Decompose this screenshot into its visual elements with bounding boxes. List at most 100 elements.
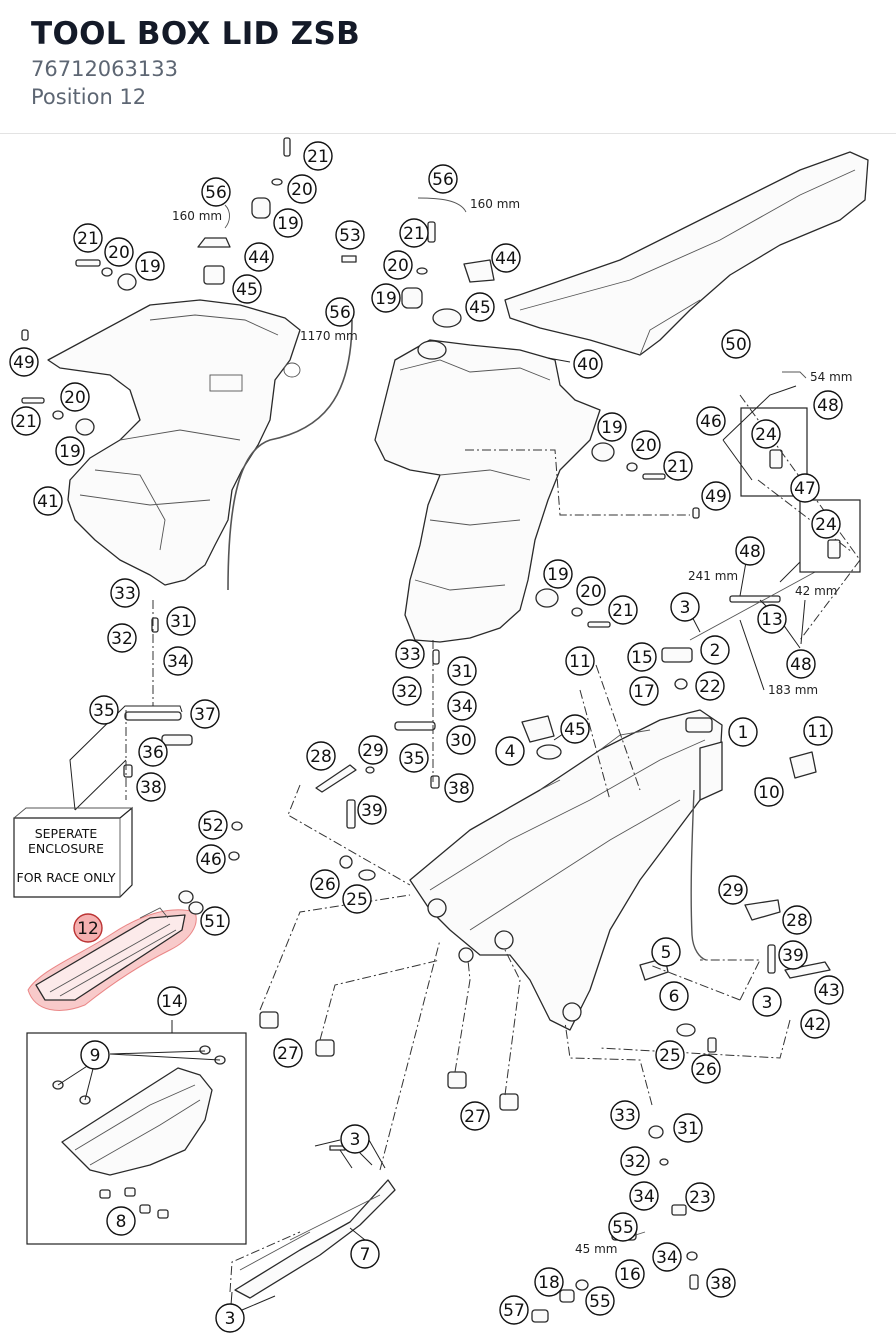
callout-position[interactable]: 20: [60, 382, 90, 412]
callout-position[interactable]: 30: [446, 725, 476, 755]
callout-position[interactable]: 27: [273, 1038, 303, 1068]
callout-position-12-highlighted[interactable]: 12: [73, 913, 103, 943]
callout-position[interactable]: 28: [782, 905, 812, 935]
callout-position[interactable]: 19: [597, 412, 627, 442]
callout-position[interactable]: 19: [55, 436, 85, 466]
callout-position[interactable]: 34: [163, 646, 193, 676]
callout-position[interactable]: 34: [447, 691, 477, 721]
callout-position[interactable]: 49: [701, 481, 731, 511]
callout-position[interactable]: 10: [754, 777, 784, 807]
callout-position[interactable]: 48: [813, 390, 843, 420]
callout-position[interactable]: 50: [721, 329, 751, 359]
callout-position[interactable]: 51: [200, 906, 230, 936]
callout-position[interactable]: 22: [695, 671, 725, 701]
callout-position[interactable]: 43: [814, 975, 844, 1005]
callout-position[interactable]: 35: [89, 695, 119, 725]
callout-position[interactable]: 26: [310, 869, 340, 899]
callout-position[interactable]: 20: [383, 250, 413, 280]
callout-position[interactable]: 13: [757, 604, 787, 634]
callout-position[interactable]: 5: [651, 937, 681, 967]
callout-position[interactable]: 25: [655, 1040, 685, 1070]
callout-position[interactable]: 48: [735, 536, 765, 566]
callout-position[interactable]: 56: [428, 164, 458, 194]
callout-position[interactable]: 11: [803, 716, 833, 746]
callout-position[interactable]: 46: [696, 406, 726, 436]
callout-position[interactable]: 20: [631, 430, 661, 460]
callout-position[interactable]: 36: [138, 737, 168, 767]
callout-position[interactable]: 31: [166, 606, 196, 636]
callout-position[interactable]: 49: [9, 347, 39, 377]
callout-position[interactable]: 27: [460, 1101, 490, 1131]
callout-position[interactable]: 47: [790, 473, 820, 503]
callout-position[interactable]: 18: [534, 1267, 564, 1297]
callout-position[interactable]: 15: [627, 642, 657, 672]
callout-position[interactable]: 33: [395, 639, 425, 669]
callout-position[interactable]: 7: [350, 1239, 380, 1269]
callout-position[interactable]: 56: [201, 177, 231, 207]
callout-position[interactable]: 3: [752, 987, 782, 1017]
callout-position[interactable]: 57: [499, 1295, 529, 1325]
callout-position[interactable]: 53: [335, 220, 365, 250]
callout-position[interactable]: 44: [491, 243, 521, 273]
callout-position[interactable]: 3: [670, 592, 700, 622]
callout-position[interactable]: 40: [573, 349, 603, 379]
callout-position[interactable]: 45: [232, 274, 262, 304]
callout-position[interactable]: 52: [198, 810, 228, 840]
callout-position[interactable]: 37: [190, 699, 220, 729]
callout-position[interactable]: 9: [80, 1040, 110, 1070]
callout-position[interactable]: 42: [800, 1009, 830, 1039]
callout-position[interactable]: 45: [560, 714, 590, 744]
callout-position[interactable]: 56: [325, 297, 355, 327]
callout-position[interactable]: 38: [136, 772, 166, 802]
callout-position[interactable]: 33: [110, 578, 140, 608]
callout-position[interactable]: 19: [543, 559, 573, 589]
callout-position[interactable]: 38: [444, 773, 474, 803]
callout-position[interactable]: 3: [340, 1124, 370, 1154]
callout-position[interactable]: 16: [615, 1259, 645, 1289]
callout-position[interactable]: 19: [273, 208, 303, 238]
callout-position[interactable]: 44: [244, 242, 274, 272]
callout-position[interactable]: 33: [610, 1100, 640, 1130]
callout-position[interactable]: 4: [495, 736, 525, 766]
callout-position[interactable]: 48: [786, 649, 816, 679]
callout-position[interactable]: 34: [629, 1181, 659, 1211]
callout-position[interactable]: 35: [399, 743, 429, 773]
callout-position[interactable]: 55: [608, 1212, 638, 1242]
callout-position[interactable]: 24: [751, 419, 781, 449]
callout-position[interactable]: 31: [447, 656, 477, 686]
callout-position[interactable]: 20: [287, 174, 317, 204]
callout-position[interactable]: 45: [465, 292, 495, 322]
callout-position[interactable]: 28: [306, 741, 336, 771]
callout-position[interactable]: 19: [135, 251, 165, 281]
callout-position[interactable]: 2: [700, 635, 730, 665]
callout-position[interactable]: 3: [215, 1303, 245, 1333]
callout-position[interactable]: 38: [706, 1268, 736, 1298]
callout-position[interactable]: 6: [659, 981, 689, 1011]
callout-position[interactable]: 55: [585, 1286, 615, 1316]
highlight-tool-box-lid[interactable]: [27, 907, 197, 1011]
callout-position[interactable]: 46: [196, 844, 226, 874]
callout-position[interactable]: 21: [399, 218, 429, 248]
callout-position[interactable]: 11: [565, 646, 595, 676]
callout-position[interactable]: 39: [357, 795, 387, 825]
callout-position[interactable]: 34: [652, 1242, 682, 1272]
callout-position[interactable]: 21: [663, 451, 693, 481]
callout-position[interactable]: 41: [33, 486, 63, 516]
callout-position[interactable]: 29: [718, 875, 748, 905]
callout-position[interactable]: 29: [358, 735, 388, 765]
callout-position[interactable]: 21: [303, 141, 333, 171]
callout-position[interactable]: 20: [104, 237, 134, 267]
callout-position[interactable]: 1: [728, 717, 758, 747]
callout-position[interactable]: 31: [673, 1113, 703, 1143]
callout-position[interactable]: 19: [371, 283, 401, 313]
callout-position[interactable]: 32: [620, 1146, 650, 1176]
callout-position[interactable]: 26: [691, 1054, 721, 1084]
callout-position[interactable]: 32: [107, 623, 137, 653]
callout-position[interactable]: 21: [73, 223, 103, 253]
callout-position[interactable]: 21: [11, 406, 41, 436]
callout-position[interactable]: 21: [608, 595, 638, 625]
callout-position[interactable]: 20: [576, 576, 606, 606]
callout-position[interactable]: 32: [392, 676, 422, 706]
callout-position[interactable]: 14: [157, 986, 187, 1016]
callout-position[interactable]: 8: [106, 1206, 136, 1236]
